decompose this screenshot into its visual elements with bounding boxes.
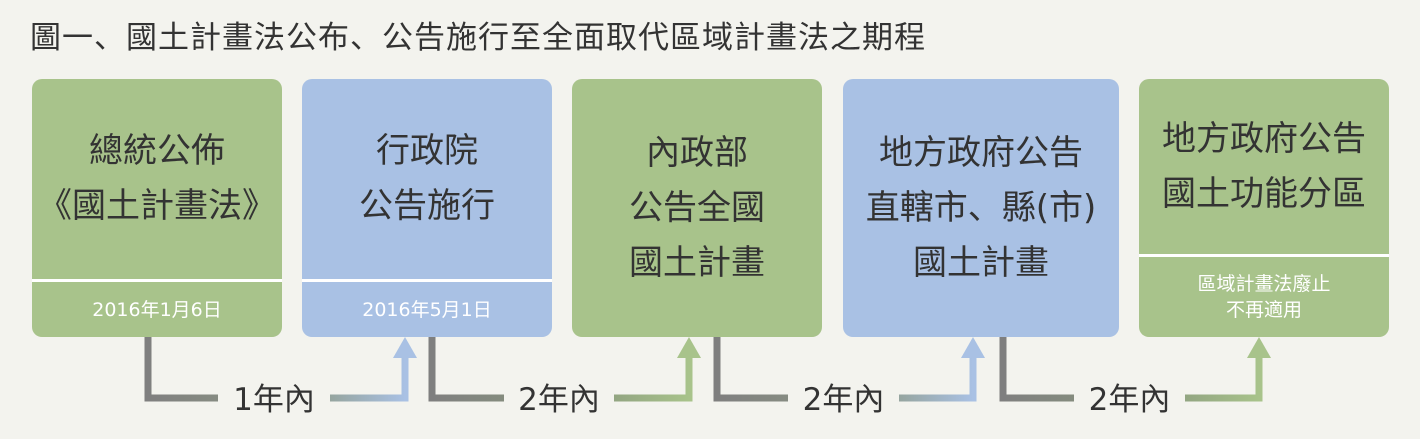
connector-4	[999, 337, 1271, 402]
step-5-note-2: 不再適用	[1225, 299, 1302, 321]
connector-3	[713, 337, 985, 402]
step-2-separator	[302, 279, 552, 282]
step-4-main: 地方政府公告 直轄市、縣(市) 國土計畫	[843, 79, 1119, 337]
step-box-5: 地方政府公告 國土功能分區 區域計畫法廢止 不再適用	[1139, 79, 1389, 337]
interval-3: 2年內	[802, 381, 885, 418]
arrow-up-icon	[393, 337, 417, 358]
step-5-main: 地方政府公告 國土功能分區	[1139, 79, 1389, 254]
step-3-line-1: 內政部	[646, 132, 748, 173]
step-2-sub: 2016年5月1日	[302, 282, 552, 337]
step-1-line-2: 《國土計畫法》	[38, 186, 276, 226]
arrow-up-icon	[677, 337, 701, 358]
step-box-2: 行政院 公告施行 2016年5月1日	[302, 79, 552, 337]
step-2-date: 2016年5月1日	[362, 298, 492, 321]
step-2-line-1: 行政院	[376, 131, 478, 171]
diagram-title: 圖一、國土計畫法公布、公告施行至全面取代區域計畫法之期程	[30, 20, 926, 56]
step-1-separator	[32, 279, 282, 282]
connector-1	[144, 337, 417, 402]
step-box-3: 內政部 公告全國 國土計畫	[572, 79, 822, 337]
step-3-line-2: 公告全國	[629, 187, 765, 228]
connector-2	[428, 337, 701, 402]
step-3-main: 內政部 公告全國 國土計畫	[572, 79, 822, 337]
step-2-line-2: 公告施行	[359, 186, 495, 226]
step-4-line-2: 直轄市、縣(市)	[865, 187, 1097, 228]
interval-2: 2年內	[518, 381, 600, 418]
step-4-line-3: 國土計畫	[913, 242, 1049, 283]
interval-4: 2年內	[1088, 381, 1171, 418]
step-1-main: 總統公佈 《國土計畫法》	[32, 79, 282, 279]
step-box-4: 地方政府公告 直轄市、縣(市) 國土計畫	[843, 79, 1119, 337]
step-1-date: 2016年1月6日	[92, 298, 222, 321]
step-5-note-1: 區域計畫法廢止	[1197, 273, 1331, 295]
step-4-line-1: 地方政府公告	[879, 132, 1083, 173]
step-2-main: 行政院 公告施行	[302, 79, 552, 279]
step-5-line-1: 地方政府公告	[1162, 118, 1366, 159]
step-1-line-1: 總統公佈	[89, 131, 225, 171]
arrow-up-icon	[961, 337, 985, 358]
step-5-line-2: 國土功能分區	[1162, 173, 1366, 214]
step-3-line-3: 國土計畫	[629, 242, 765, 283]
arrow-up-icon	[1247, 337, 1271, 358]
step-5-separator	[1139, 254, 1389, 257]
interval-1: 1年內	[233, 381, 315, 418]
step-box-1: 總統公佈 《國土計畫法》 2016年1月6日	[32, 79, 282, 337]
step-1-sub: 2016年1月6日	[32, 282, 282, 337]
step-5-sub: 區域計畫法廢止 不再適用	[1139, 257, 1389, 337]
